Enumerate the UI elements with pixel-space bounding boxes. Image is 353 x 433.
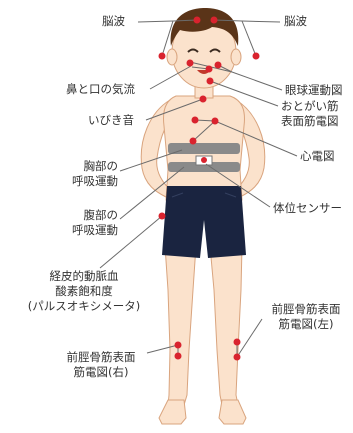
right-leg [165, 246, 196, 405]
shorts [162, 186, 246, 258]
ecg-sensor-2 [212, 118, 219, 125]
left-leg [210, 246, 242, 405]
label-eeg-left: 脳波 [102, 14, 125, 29]
leg-left-sensor-2 [234, 354, 241, 361]
right-foot [159, 400, 186, 424]
leg-right-sensor-1 [175, 342, 182, 349]
label-leg-right-line2: 筋電図(右) [56, 365, 146, 380]
eeg-sensor-2 [211, 17, 218, 24]
label-chest-line2: 呼吸運動 [60, 174, 118, 189]
label-leg-left: 前脛骨筋表面 筋電図(左) [262, 302, 350, 332]
airflow-sensor-3 [215, 62, 222, 69]
label-spo2-line3: (パルスオキシメータ) [8, 299, 160, 314]
chin-sensor [207, 78, 214, 85]
label-snore: いびき音 [88, 113, 134, 128]
chest-belt [168, 143, 240, 154]
label-chin-emg-line2: 表面筋電図 [281, 114, 339, 129]
label-leg-right-line1: 前脛骨筋表面 [56, 350, 146, 365]
label-ecg: 心電図 [300, 149, 335, 164]
label-chest-line1: 胸部の [60, 159, 118, 174]
eeg-sensor-1 [194, 17, 201, 24]
label-eog: 眼球運動図 [285, 83, 343, 98]
label-abdomen-line1: 腹部の [60, 208, 118, 223]
label-position: 体位センサー [273, 201, 342, 216]
right-ear [167, 49, 177, 65]
left-ear [231, 49, 241, 65]
airflow-sensor-1 [187, 60, 194, 67]
left-foot [219, 400, 246, 424]
label-spo2-line1: 経皮的動脈血 [8, 269, 160, 284]
label-chest: 胸部の 呼吸運動 [60, 159, 118, 189]
label-eeg-right: 脳波 [284, 14, 307, 29]
airflow-sensor-2 [206, 66, 213, 73]
leg-left-sensor-1 [234, 339, 241, 346]
label-spo2-line2: 酸素飽和度 [8, 284, 160, 299]
spo2-sensor [159, 213, 166, 220]
chest-belt-sensor [190, 138, 197, 145]
snore-sensor [200, 96, 207, 103]
label-spo2: 経皮的動脈血 酸素飽和度 (パルスオキシメータ) [8, 269, 160, 314]
eog-sensor-right [159, 53, 166, 60]
label-leg-right: 前脛骨筋表面 筋電図(右) [56, 350, 146, 380]
label-chin-emg-line1: おとがい筋 [281, 99, 339, 114]
position-sensor [201, 157, 207, 163]
leg-right-sensor-2 [175, 353, 182, 360]
label-chin-emg: おとがい筋 表面筋電図 [281, 99, 339, 129]
label-leg-left-line1: 前脛骨筋表面 [262, 302, 350, 317]
label-abdomen: 腹部の 呼吸運動 [60, 208, 118, 238]
label-leg-left-line2: 筋電図(左) [262, 317, 350, 332]
eog-sensor-left [253, 53, 260, 60]
label-airflow: 鼻と口の気流 [66, 82, 135, 97]
ecg-sensor-1 [192, 117, 199, 124]
label-abdomen-line2: 呼吸運動 [60, 223, 118, 238]
